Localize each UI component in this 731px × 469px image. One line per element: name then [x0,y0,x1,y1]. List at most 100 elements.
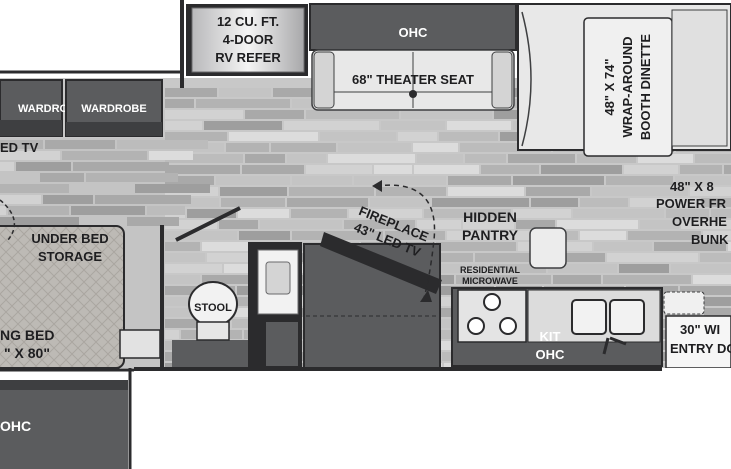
wardrobe-left: WARDROBE [0,79,83,137]
floor-plank [703,231,731,240]
floor-plank [381,121,445,130]
floor-plank [16,162,71,171]
floor-plank [573,209,664,218]
floor-plank [0,151,60,160]
floor-plank [0,217,79,226]
floor-plank [417,220,461,229]
floor-plank [165,198,219,207]
floor-plank [165,176,214,185]
floor-plank [374,165,412,174]
floor-plank [165,253,205,262]
floor-plank [693,275,731,284]
floor-plank [516,220,555,229]
floor-plank [226,143,269,152]
floor-plank [675,176,731,185]
floor-plank [165,154,243,163]
floor-plank [463,220,514,229]
floor-plank [81,217,125,226]
floor-plank [557,220,638,229]
floor-plank [229,132,318,141]
floor-plank [385,231,445,240]
hidden-pantry: HIDDEN PANTRY [462,209,519,243]
burner-icon [483,293,501,311]
floor-plank [165,132,227,141]
floor-plank [95,195,191,204]
kitchen-ohc-line1: KIT [540,329,561,344]
swing-arc [375,184,436,299]
floor-plank [165,275,200,284]
floor-plank [165,264,222,273]
floor-plank [238,209,289,218]
microwave-line2: MICROWAVE [462,276,518,286]
under-bed-line2: STORAGE [38,249,102,264]
bunk-line3: OVERHE [672,214,727,229]
floor-plank [245,110,304,119]
floor-plank [127,217,179,226]
floor-plank [398,132,437,141]
floor-plank [640,220,679,229]
floor-plank [432,198,529,207]
floor-plank [273,88,341,97]
floor-plank [204,121,282,130]
floor-plank [216,176,290,185]
floor-plank [666,209,709,218]
floor-plank [149,151,193,160]
floor-plank [271,143,336,152]
floor-plank [513,176,604,185]
floor-plank [594,242,652,251]
floor-plank [681,220,731,229]
bed-line2: " X 80" [4,345,50,361]
bathroom: STOOL [160,206,302,368]
under-bed-line1: UNDER BED [31,231,108,246]
floor-plank [117,140,208,149]
floor-plank [607,253,698,262]
floor-plank [165,88,217,97]
sink-basin [571,299,607,335]
floor-plank [289,187,374,196]
floor-plank [441,264,488,273]
floor-plank [135,184,210,193]
floor-plank [526,187,590,196]
floor-plank [221,198,285,207]
floor-plank [292,231,383,240]
floor-plank [187,209,236,218]
floor-plank [354,176,446,185]
floor-plank [580,198,628,207]
floor-plank [695,154,731,163]
floor-plank [417,154,463,163]
entry-door-line2: ENTRY DO [670,341,731,356]
floor-plank [8,206,69,215]
floor-plank [448,187,524,196]
floor-plank [0,140,43,149]
floor-plank [680,286,731,295]
hidden-pantry-line1: HIDDEN [463,209,517,225]
floor-plank [165,220,217,229]
floor-plank [328,154,415,163]
bedroom-tv-label: ED TV [0,140,39,155]
bed-line1: NG BED [0,327,54,343]
floor-plank [0,162,14,171]
bunk-line2: POWER FR [656,196,727,211]
kitchen-ohc-line2: OHC [536,347,566,362]
floor-plank [40,173,84,182]
floor-plank [701,198,731,207]
floor-plank [711,209,731,218]
theater-seat-label: 68" THEATER SEAT [352,72,474,87]
floor-plank [165,242,200,251]
entry-door-line1: 30" WI [680,322,720,337]
ceiling-light [529,227,567,269]
floor-plank [43,195,93,204]
floor-plank [513,209,571,218]
floor-plank [580,231,626,240]
floor-plank [306,165,372,174]
floor-plank [531,198,578,207]
floor-plank [196,99,290,108]
burner-icon [467,317,485,335]
stool-label: STOOL [194,302,232,314]
burner-icon [499,317,517,335]
entry-door: 30" WI ENTRY DO [663,291,731,406]
refrigerator-line1: 12 CU. FT. [217,14,279,29]
floor-plank [628,231,701,240]
led-tv-panel [320,232,442,294]
